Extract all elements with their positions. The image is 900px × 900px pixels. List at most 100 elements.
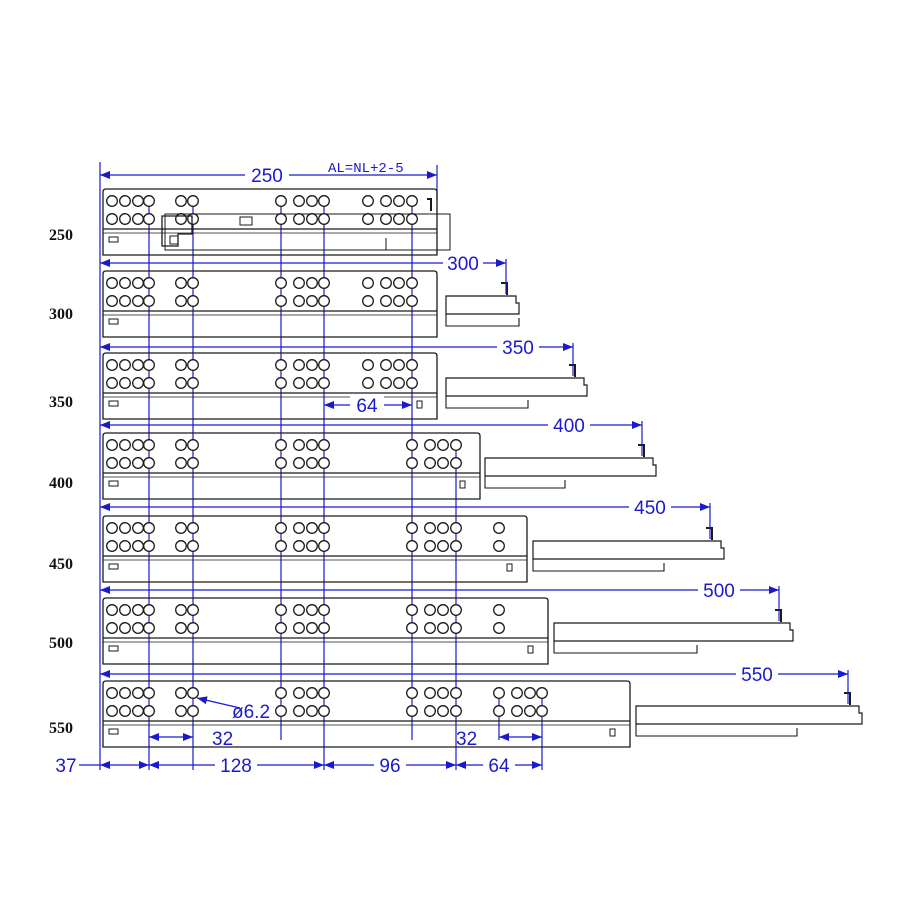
secondary-dimensions: 32 32 (149, 729, 542, 750)
extension-hook (706, 527, 713, 540)
mounting-hole (493, 687, 505, 699)
hole-diameter-callout: ø6.2 (196, 696, 270, 723)
length-labels: 300 350 400 450 500 550 (443, 253, 778, 686)
extension-rail-lower (553, 641, 698, 654)
slide-rail (102, 270, 438, 338)
mounting-hole (511, 687, 523, 699)
mounting-hole (318, 622, 330, 634)
extension-hook (569, 364, 576, 377)
mounting-hole (536, 705, 548, 717)
mounting-hole (132, 439, 144, 451)
mounting-hole (524, 705, 536, 717)
mounting-hole (362, 359, 374, 371)
mounting-hole (275, 457, 287, 469)
size-labels: 250 300 350 400 450 500 550 (49, 227, 73, 737)
mounting-hole (106, 195, 118, 207)
mounting-hole (143, 213, 155, 225)
slide-rail (102, 515, 528, 583)
mounting-hole (293, 277, 305, 289)
rail-slot (108, 400, 119, 407)
drawer-slide (102, 680, 631, 748)
rail-slot (108, 480, 119, 487)
mounting-hole (493, 540, 505, 552)
header-dimension: 250 AL=NL+2-5 (100, 161, 438, 200)
mounting-hole (132, 277, 144, 289)
mounting-hole (393, 195, 405, 207)
mounting-hole (318, 295, 330, 307)
mounting-hole (275, 439, 287, 451)
mounting-hole (393, 359, 405, 371)
mounting-hole (393, 277, 405, 289)
mounting-hole (293, 195, 305, 207)
mounting-hole (143, 277, 155, 289)
mounting-hole (119, 622, 131, 634)
mounting-hole (106, 277, 118, 289)
extension-hook (844, 692, 851, 705)
mounting-hole (106, 377, 118, 389)
mounting-hole (143, 622, 155, 634)
mounting-hole (493, 622, 505, 634)
mounting-hole (175, 439, 187, 451)
mounting-hole (143, 295, 155, 307)
rail-slot (108, 236, 119, 243)
extension-rail (100, 259, 520, 327)
mounting-hole (175, 195, 187, 207)
mounting-hole (187, 277, 199, 289)
mounting-hole (306, 705, 318, 717)
size-label-500: 500 (49, 635, 73, 652)
mounting-hole (119, 295, 131, 307)
extension-rail (100, 586, 794, 654)
mounting-hole (106, 359, 118, 371)
mounting-hole (318, 457, 330, 469)
inner-slot (239, 216, 253, 226)
mounting-hole (106, 540, 118, 552)
mounting-hole (187, 604, 199, 616)
bottom-dimension-chain: 37 128 96 64 (53, 755, 542, 777)
size-label-550: 550 (49, 720, 73, 737)
extension-rail-lower (532, 559, 665, 572)
length-label-550: 550 (741, 665, 773, 686)
rail-slot (108, 645, 119, 652)
mounting-hole (524, 687, 536, 699)
mounting-hole (275, 213, 287, 225)
mounting-hole (187, 522, 199, 534)
extension-rail-body (484, 457, 657, 477)
mounting-hole (275, 540, 287, 552)
length-label-350: 350 (502, 338, 534, 359)
mounting-hole (143, 439, 155, 451)
extension-rail-body (532, 540, 725, 560)
size-label-450: 450 (49, 556, 73, 573)
hole-spacing-350-dimension: 64 (324, 395, 412, 417)
mounting-hole (424, 540, 436, 552)
mounting-hole (437, 540, 449, 552)
slides-layer (100, 188, 863, 748)
length-label-450: 450 (634, 498, 666, 519)
mounting-hole (132, 359, 144, 371)
mounting-hole (450, 457, 462, 469)
mounting-hole (293, 213, 305, 225)
rail-end-tab (459, 480, 466, 489)
rail-end-tab (527, 645, 534, 654)
extension-hook (501, 282, 508, 295)
mounting-hole (106, 457, 118, 469)
hole-diameter-label: ø6.2 (232, 702, 270, 723)
mounting-hole (187, 540, 199, 552)
mounting-hole (318, 359, 330, 371)
mounting-hole (380, 195, 392, 207)
mounting-hole (293, 377, 305, 389)
mounting-hole (362, 213, 374, 225)
mounting-hole (293, 687, 305, 699)
mounting-hole (275, 377, 287, 389)
rail-end-tab (416, 400, 423, 409)
mounting-hole (406, 604, 418, 616)
left-32-label: 32 (212, 729, 233, 750)
slide-rail (102, 352, 438, 420)
mounting-hole (293, 439, 305, 451)
mounting-hole (119, 457, 131, 469)
mounting-hole (380, 213, 392, 225)
mounting-hole (406, 622, 418, 634)
mounting-hole (380, 377, 392, 389)
mounting-hole (424, 522, 436, 534)
extension-hook (638, 444, 645, 457)
size-label-350: 350 (49, 394, 73, 411)
